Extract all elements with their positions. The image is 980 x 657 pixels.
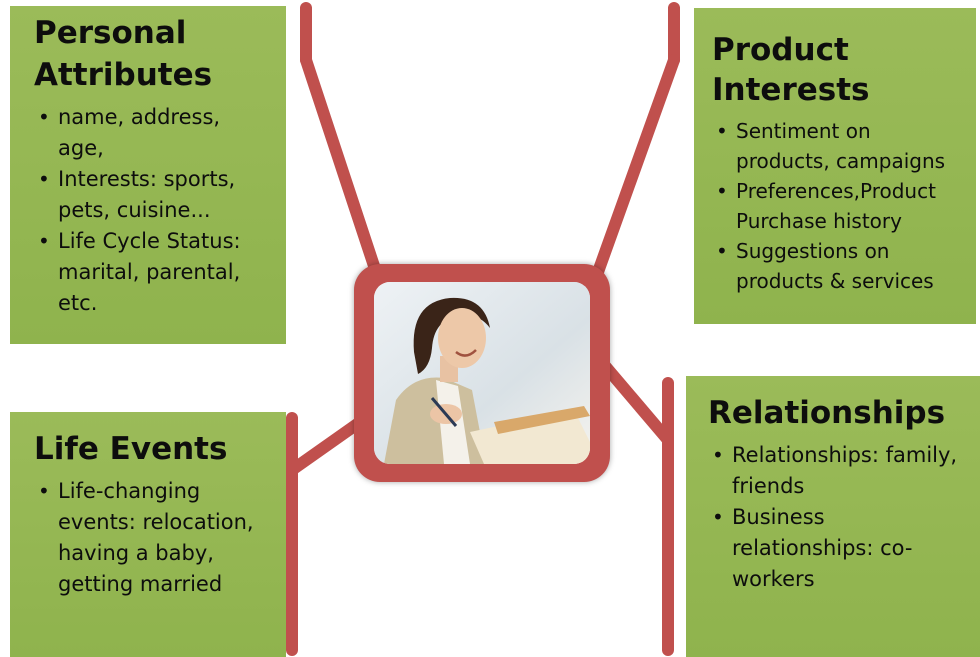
connector-bottom-right-diagonal bbox=[594, 354, 674, 446]
pen bbox=[430, 397, 458, 427]
relationships-item: Relationships: family, friends bbox=[708, 440, 970, 502]
hair bbox=[413, 297, 490, 374]
product-interests-title: Product Interests bbox=[712, 32, 870, 108]
personal-attributes-title: Personal Attributes bbox=[34, 15, 213, 93]
woman-writing-photo bbox=[374, 282, 590, 464]
face bbox=[438, 308, 486, 368]
smile bbox=[455, 349, 477, 357]
personal-attributes-item: Interests: sports, pets, cuisine... bbox=[34, 164, 270, 226]
product-interests-list: Sentiment on products, campaigns Prefere… bbox=[712, 116, 968, 296]
relationships-title: Relationships bbox=[708, 395, 946, 431]
life-events-list: Life-changing events: relocation, having… bbox=[34, 476, 276, 600]
personal-attributes-item: Life Cycle Status: marital, parental, et… bbox=[34, 226, 270, 319]
life-events-title: Life Events bbox=[34, 431, 228, 467]
personal-attributes-item: name, address, age, bbox=[34, 102, 270, 164]
product-interests-box: Product Interests Sentiment on products,… bbox=[694, 8, 976, 324]
personal-attributes-box: Personal Attributes name, address, age, … bbox=[10, 6, 286, 344]
personal-attributes-list: name, address, age, Interests: sports, p… bbox=[34, 102, 270, 319]
relationships-box: Relationships Relationships: family, fri… bbox=[686, 376, 980, 657]
relationships-list: Relationships: family, friends Business … bbox=[708, 440, 970, 595]
woman-illustration bbox=[374, 282, 590, 464]
clipboard bbox=[494, 406, 590, 434]
product-interests-item: Suggestions on products & services bbox=[712, 236, 968, 296]
connector-top-left-diagonal bbox=[300, 54, 382, 278]
paper bbox=[470, 410, 590, 464]
product-interests-item: Preferences,Product Purchase history bbox=[712, 176, 968, 236]
life-events-box: Life Events Life-changing events: reloca… bbox=[10, 412, 286, 657]
center-photo-frame bbox=[354, 264, 610, 482]
product-interests-item: Sentiment on products, campaigns bbox=[712, 116, 968, 176]
connector-top-right-diagonal bbox=[592, 54, 680, 278]
relationships-item: Business relationships: co-workers bbox=[708, 502, 970, 595]
life-events-item: Life-changing events: relocation, having… bbox=[34, 476, 276, 600]
